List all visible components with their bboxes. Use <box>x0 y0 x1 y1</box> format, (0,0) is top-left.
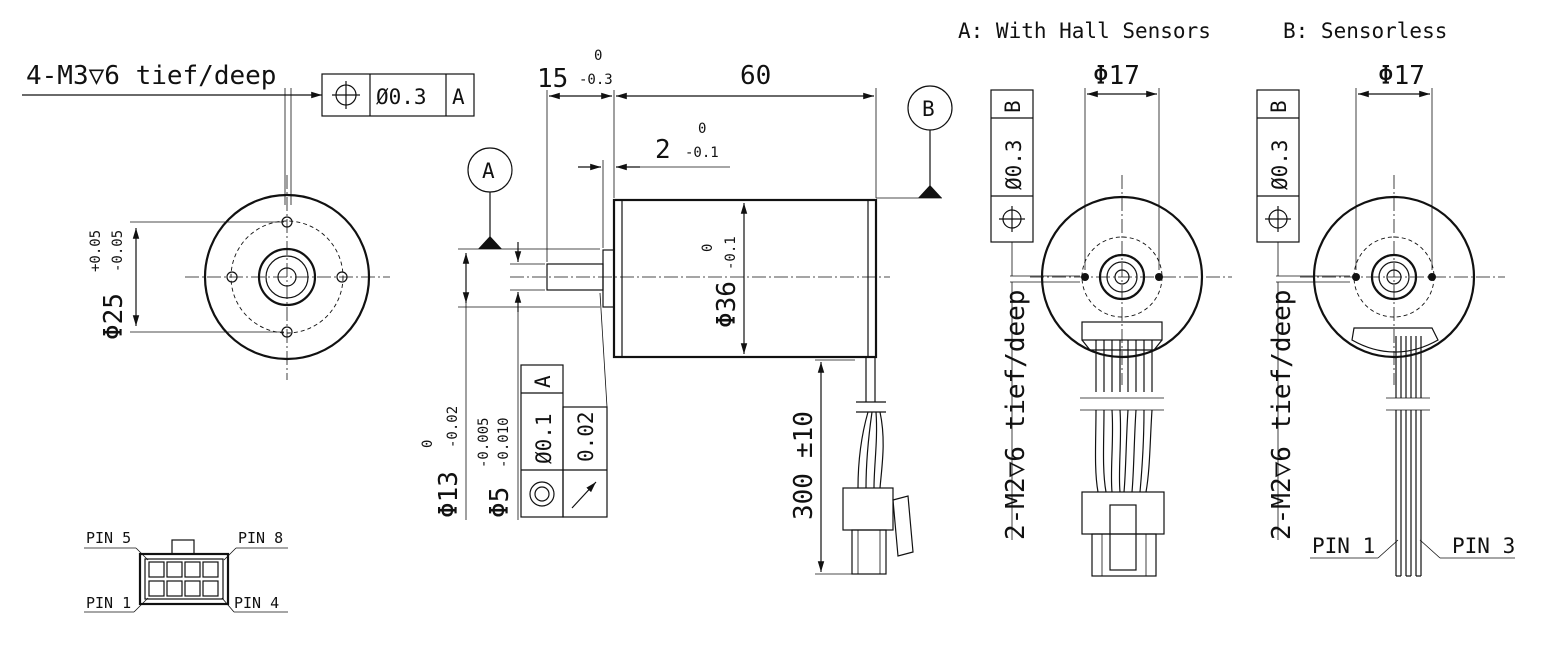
hall-connector <box>1081 491 1165 535</box>
pilot-tol-lower: -0.02 <box>445 406 461 448</box>
runout-icon <box>571 481 597 509</box>
side-view: 15 0 -0.3 60 2 0 -0.1 Φ36 0 -0.1 A B <box>420 48 953 575</box>
hall-fcf: B Ø0.3 <box>990 89 1034 243</box>
sensorless-fcf-tolerance: Ø0.3 <box>1268 139 1292 190</box>
flange-thickness: 2 <box>655 135 671 165</box>
side-connector <box>842 487 894 531</box>
hall-thread-note: 2-M2▽6 tief/deep <box>1001 290 1031 540</box>
sensorless-fcf: B Ø0.3 <box>1256 89 1300 243</box>
pilot-diameter: Φ13 <box>434 471 464 518</box>
lead-length-tol: ±10 <box>789 411 819 458</box>
concentricity-fcf: A Ø0.1 <box>520 364 564 518</box>
body-length: 60 <box>740 61 771 91</box>
flange-tol-upper: 0 <box>698 121 706 137</box>
pin-top-right: PIN 8 <box>238 529 283 547</box>
front-fcf-tolerance: Ø0.3 <box>376 85 427 109</box>
connector-pinout: PIN 5 PIN 8 PIN 1 PIN 4 <box>84 529 288 613</box>
sensorless-thread-note: 2-M2▽6 tief/deep <box>1267 290 1297 540</box>
concentricity-tolerance: Ø0.1 <box>532 413 556 464</box>
view-a-hall-sensors: Φ17 B Ø0.3 2-M2▽6 tief/deep <box>990 61 1232 577</box>
front-thread-note: 4-M3▽6 tief/deep <box>26 61 276 91</box>
front-view: 4-M3▽6 tief/deep Ø0.3 A <box>22 61 475 380</box>
concentricity-datum: A <box>531 375 555 388</box>
pin-bottom-right: PIN 4 <box>234 594 279 612</box>
front-bolt-circle: Φ25 <box>99 293 129 340</box>
datum-b-label: B <box>922 97 935 121</box>
front-bolt-circle-tol-upper: +0.05 <box>88 230 104 272</box>
body-diameter-tol-lower: -0.1 <box>723 236 739 270</box>
body-diameter: Φ36 <box>712 281 742 328</box>
datum-a-label: A <box>482 159 495 183</box>
shaft-length-tol-lower: -0.3 <box>579 72 613 88</box>
shaft-diameter: Φ5 <box>485 487 515 518</box>
sensorless-pin-right: PIN 3 <box>1452 534 1515 558</box>
pilot-boss <box>602 249 615 308</box>
pilot-tol-upper: 0 <box>420 440 436 448</box>
sensorless-diameter: Φ17 <box>1378 61 1425 91</box>
hall-diameter: Φ17 <box>1093 61 1140 91</box>
motor-body <box>612 198 878 359</box>
runout-tolerance: 0.02 <box>574 411 598 462</box>
front-bolt-circle-tol-lower: -0.05 <box>110 230 126 272</box>
shaft-tol-upper: -0.005 <box>476 417 492 468</box>
pin-bottom-left: PIN 1 <box>86 594 131 612</box>
view-b-sensorless: Φ17 B Ø0.3 2-M2▽6 tief/deep <box>1256 61 1515 577</box>
lead-length: 300 <box>789 473 819 520</box>
runout-fcf: 0.02 <box>562 406 608 518</box>
view-a-title: A: With Hall Sensors <box>958 19 1211 43</box>
flange-tol-lower: -0.1 <box>685 145 719 161</box>
body-diameter-tol-upper: 0 <box>700 244 716 252</box>
connector-housing <box>138 552 230 606</box>
concentricity-icon <box>529 481 555 507</box>
pin-top-left: PIN 5 <box>86 529 131 547</box>
view-b-title: B: Sensorless <box>1283 19 1447 43</box>
shaft-length-tol-upper: 0 <box>594 48 602 64</box>
sensorless-pin-left: PIN 1 <box>1312 534 1375 558</box>
sensorless-fcf-datum: B <box>1267 100 1291 113</box>
front-fcf-datum: A <box>452 85 465 109</box>
shaft-length: 15 <box>537 64 568 94</box>
hall-fcf-tolerance: Ø0.3 <box>1002 139 1026 190</box>
hall-fcf-datum: B <box>1001 100 1025 113</box>
shaft-tol-lower: -0.010 <box>496 417 512 468</box>
front-fcf: Ø0.3 A <box>321 73 475 117</box>
